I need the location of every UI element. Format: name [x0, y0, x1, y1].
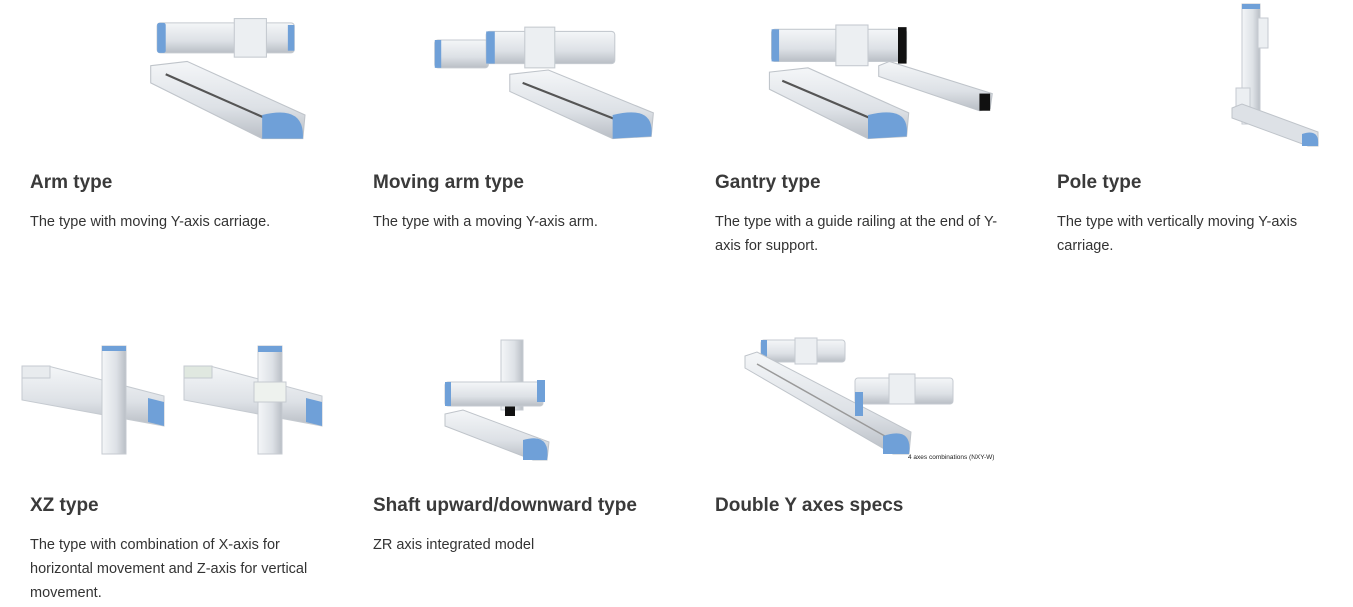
product-title[interactable]: Pole type — [1057, 172, 1142, 193]
product-description: The type with moving Y-axis carriage. — [30, 214, 271, 230]
product-title[interactable]: Arm type — [30, 172, 113, 193]
product-description: The type with a guide railing at the end… — [715, 214, 998, 254]
xz-type-robot-image — [18, 342, 328, 462]
product-description: The type with a moving Y-axis arm. — [373, 214, 598, 230]
product-title[interactable]: Shaft upward/downward type — [373, 495, 637, 516]
double-y-axes-robot-image — [743, 336, 983, 466]
arm-type-robot-image — [90, 10, 370, 160]
product-title[interactable]: XZ type — [30, 495, 99, 516]
product-title[interactable]: Double Y axes specs — [715, 495, 904, 516]
pole-type-robot-image — [1137, 0, 1353, 150]
image-caption: 4 axes combinations (NXY-W) — [908, 454, 995, 461]
gantry-type-robot-image — [743, 10, 1023, 160]
product-description: ZR axis integrated model — [373, 537, 535, 553]
shaft-type-robot-image — [443, 336, 623, 466]
product-title[interactable]: Gantry type — [715, 172, 821, 193]
product-title[interactable]: Moving arm type — [373, 172, 524, 193]
moving-arm-type-robot-image — [403, 10, 683, 160]
product-description: The type with vertically moving Y-axis c… — [1057, 214, 1298, 254]
product-description: The type with combination of X-axis for … — [30, 537, 308, 601]
